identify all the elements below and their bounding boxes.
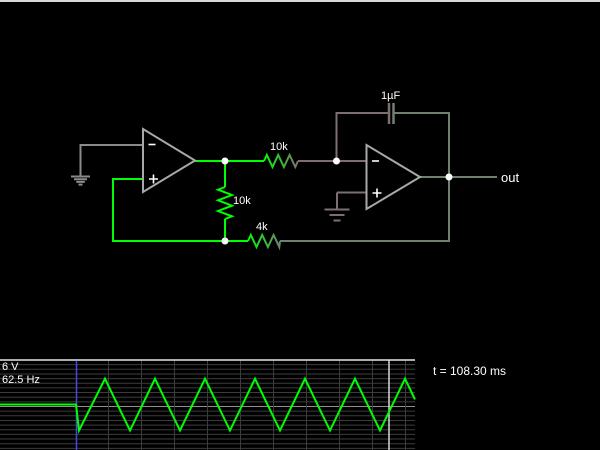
wire-feedback-left[interactable] (112, 178, 248, 242)
node-dot[interactable] (333, 157, 340, 165)
opamp-2[interactable] (365, 143, 422, 211)
ground-lines-icon (71, 175, 90, 186)
wire-opamp2-minus-node[interactable] (298, 112, 388, 162)
output-label: out (501, 170, 520, 185)
scope-volt-scale-label: 6 V (2, 361, 19, 373)
opamp-triangle (365, 143, 422, 211)
node-dot[interactable] (221, 237, 229, 245)
scope-frequency-label: 62.5 Hz (2, 374, 40, 386)
capacitor-1uF[interactable] (387, 103, 395, 124)
resistor-10k-input-label: 10k (270, 141, 288, 153)
node-dot[interactable] (445, 173, 453, 181)
resistor-zigzag (263, 152, 299, 170)
resistor-zigzag (247, 232, 281, 251)
scope-time-label: t = 108.30 ms (433, 364, 507, 378)
ground-opamp1[interactable] (71, 175, 90, 186)
ground-opamp2[interactable] (324, 191, 367, 222)
opamp-triangle (142, 127, 197, 194)
window-top-border (0, 0, 600, 2)
oscilloscope[interactable] (0, 359, 416, 450)
opamp-1[interactable] (142, 127, 197, 194)
resistor-4k-label: 4k (256, 221, 268, 233)
ground-lines-icon (324, 208, 350, 222)
plus-icon (372, 188, 382, 198)
ground-stem (336, 191, 367, 209)
capacitor-label: 1µF (381, 90, 401, 102)
resistor-zigzag (215, 186, 235, 220)
node-dot[interactable] (221, 157, 229, 165)
plus-icon (149, 174, 158, 184)
scope-grid (0, 360, 415, 450)
resistor-10k-feedback[interactable] (215, 186, 235, 220)
resistor-10k-input[interactable] (263, 152, 299, 170)
resistor-10k-feedback-label: 10k (233, 195, 251, 207)
scope-waveform (0, 376, 416, 434)
wire-opamp1-minus[interactable] (79, 144, 144, 176)
resistor-4k-hysteresis[interactable] (247, 232, 281, 251)
